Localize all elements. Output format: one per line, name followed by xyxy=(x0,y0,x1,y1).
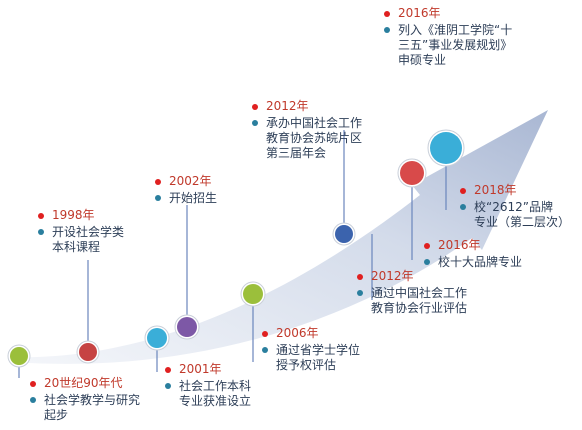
bullet-dot xyxy=(384,10,390,17)
milestone-label: 2006年 通过省学士学位 授予权评估 xyxy=(262,326,360,373)
milestone-text: 开始招生 xyxy=(169,191,218,205)
milestone-year: 1998年 xyxy=(52,208,95,222)
milestone-circle xyxy=(79,343,97,361)
bullet-dot xyxy=(155,195,161,201)
milestone-text: 社会工作本科 专业获准设立 xyxy=(179,379,252,408)
bullet-dot xyxy=(165,366,171,373)
milestone-text: 开设社会学类 本科课程 xyxy=(52,225,125,254)
milestone-label: 1998年 开设社会学类 本科课程 xyxy=(38,208,124,255)
milestone-text: 校“2612”品牌 专业（第二层次） xyxy=(474,200,571,229)
milestone-label: 2016年 列入《淮阴工学院“十 三五”事业发展规划》 申硕专业 xyxy=(384,6,512,68)
milestone-circle xyxy=(177,317,197,337)
milestone-label: 2018年 校“2612”品牌 专业（第二层次） xyxy=(460,183,570,230)
milestone-circle xyxy=(400,161,424,185)
milestone-text: 通过中国社会工作 教育协会行业评估 xyxy=(371,286,468,315)
milestone-label: 2012年 承办中国社会工作 教育协会苏皖片区 第三届年会 xyxy=(252,99,362,161)
milestone-year: 2018年 xyxy=(474,183,517,197)
milestone-circle xyxy=(335,225,353,243)
milestone-label: 2016年 校十大品牌专业 xyxy=(424,238,522,270)
bullet-dot xyxy=(38,212,44,219)
milestone-year: 2016年 xyxy=(398,6,441,20)
milestone-circle xyxy=(10,347,28,365)
milestone-text: 承办中国社会工作 教育协会苏皖片区 第三届年会 xyxy=(266,116,363,160)
milestone-year: 20世纪90年代 xyxy=(44,376,123,390)
bullet-dot xyxy=(155,178,161,185)
milestone-year: 2012年 xyxy=(266,99,309,113)
milestone-circle xyxy=(147,328,167,348)
bullet-dot xyxy=(384,27,390,33)
bullet-dot xyxy=(357,273,363,280)
bullet-dot xyxy=(424,259,430,265)
milestone-label: 2001年 社会工作本科 专业获准设立 xyxy=(165,362,251,409)
bullet-dot xyxy=(460,187,466,194)
milestone-label: 2002年 开始招生 xyxy=(155,174,217,206)
growth-arrow xyxy=(14,110,548,364)
bullet-dot xyxy=(252,103,258,110)
bullet-dot xyxy=(252,120,258,126)
milestone-text: 校十大品牌专业 xyxy=(438,255,523,269)
milestone-year: 2016年 xyxy=(438,238,481,252)
milestone-year: 2012年 xyxy=(371,269,414,283)
milestone-label: 20世纪90年代 社会学教学与研究 起步 xyxy=(30,376,140,423)
bullet-dot xyxy=(30,380,36,387)
milestone-text: 列入《淮阴工学院“十 三五”事业发展规划》 申硕专业 xyxy=(398,23,513,67)
milestone-circle xyxy=(243,284,263,304)
bullet-dot xyxy=(165,383,171,389)
milestone-label: 2012年 通过中国社会工作 教育协会行业评估 xyxy=(357,269,467,316)
bullet-dot xyxy=(262,330,268,337)
bullet-dot xyxy=(357,290,363,296)
bullet-dot xyxy=(460,204,466,210)
bullet-dot xyxy=(30,397,36,403)
milestone-text: 社会学教学与研究 起步 xyxy=(44,393,141,422)
milestone-year: 2006年 xyxy=(276,326,319,340)
milestone-year: 2001年 xyxy=(179,362,222,376)
milestone-text: 通过省学士学位 授予权评估 xyxy=(276,343,361,372)
milestone-year: 2002年 xyxy=(169,174,212,188)
bullet-dot xyxy=(424,242,430,249)
milestone-circle xyxy=(430,132,462,164)
bullet-dot xyxy=(262,347,268,353)
bullet-dot xyxy=(38,229,44,235)
